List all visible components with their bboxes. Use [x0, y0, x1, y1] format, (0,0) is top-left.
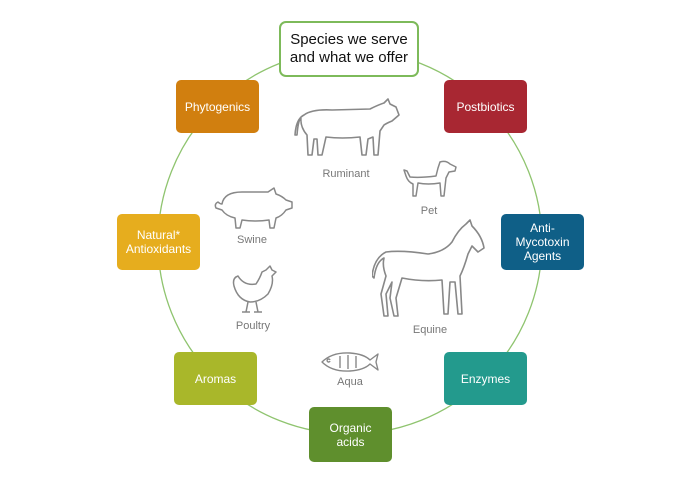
diagram-title: Species we serve and what we offer — [279, 21, 419, 77]
natural-antioxidants-box: Natural* Antioxidants — [117, 214, 200, 270]
enzymes-box: Enzymes — [444, 352, 527, 405]
poultry-label: Poultry — [235, 320, 271, 332]
postbiotics-box: Postbiotics — [444, 80, 527, 133]
swine-label: Swine — [237, 234, 267, 246]
cow-icon — [294, 98, 400, 156]
equine-label: Equine — [412, 324, 448, 336]
fish-icon — [321, 352, 379, 372]
organic-acids-box: Organic acids — [309, 407, 392, 462]
anti-mycotoxin-box: Anti- Mycotoxin Agents — [501, 214, 584, 270]
dog-icon — [403, 160, 457, 197]
aqua-label: Aqua — [337, 376, 363, 388]
chicken-icon — [232, 265, 277, 313]
horse-icon — [372, 219, 485, 317]
aromas-box: Aromas — [174, 352, 257, 405]
pet-label: Pet — [420, 205, 438, 217]
ruminant-label: Ruminant — [322, 168, 370, 180]
phytogenics-box: Phytogenics — [176, 80, 259, 133]
pig-icon — [214, 187, 293, 229]
